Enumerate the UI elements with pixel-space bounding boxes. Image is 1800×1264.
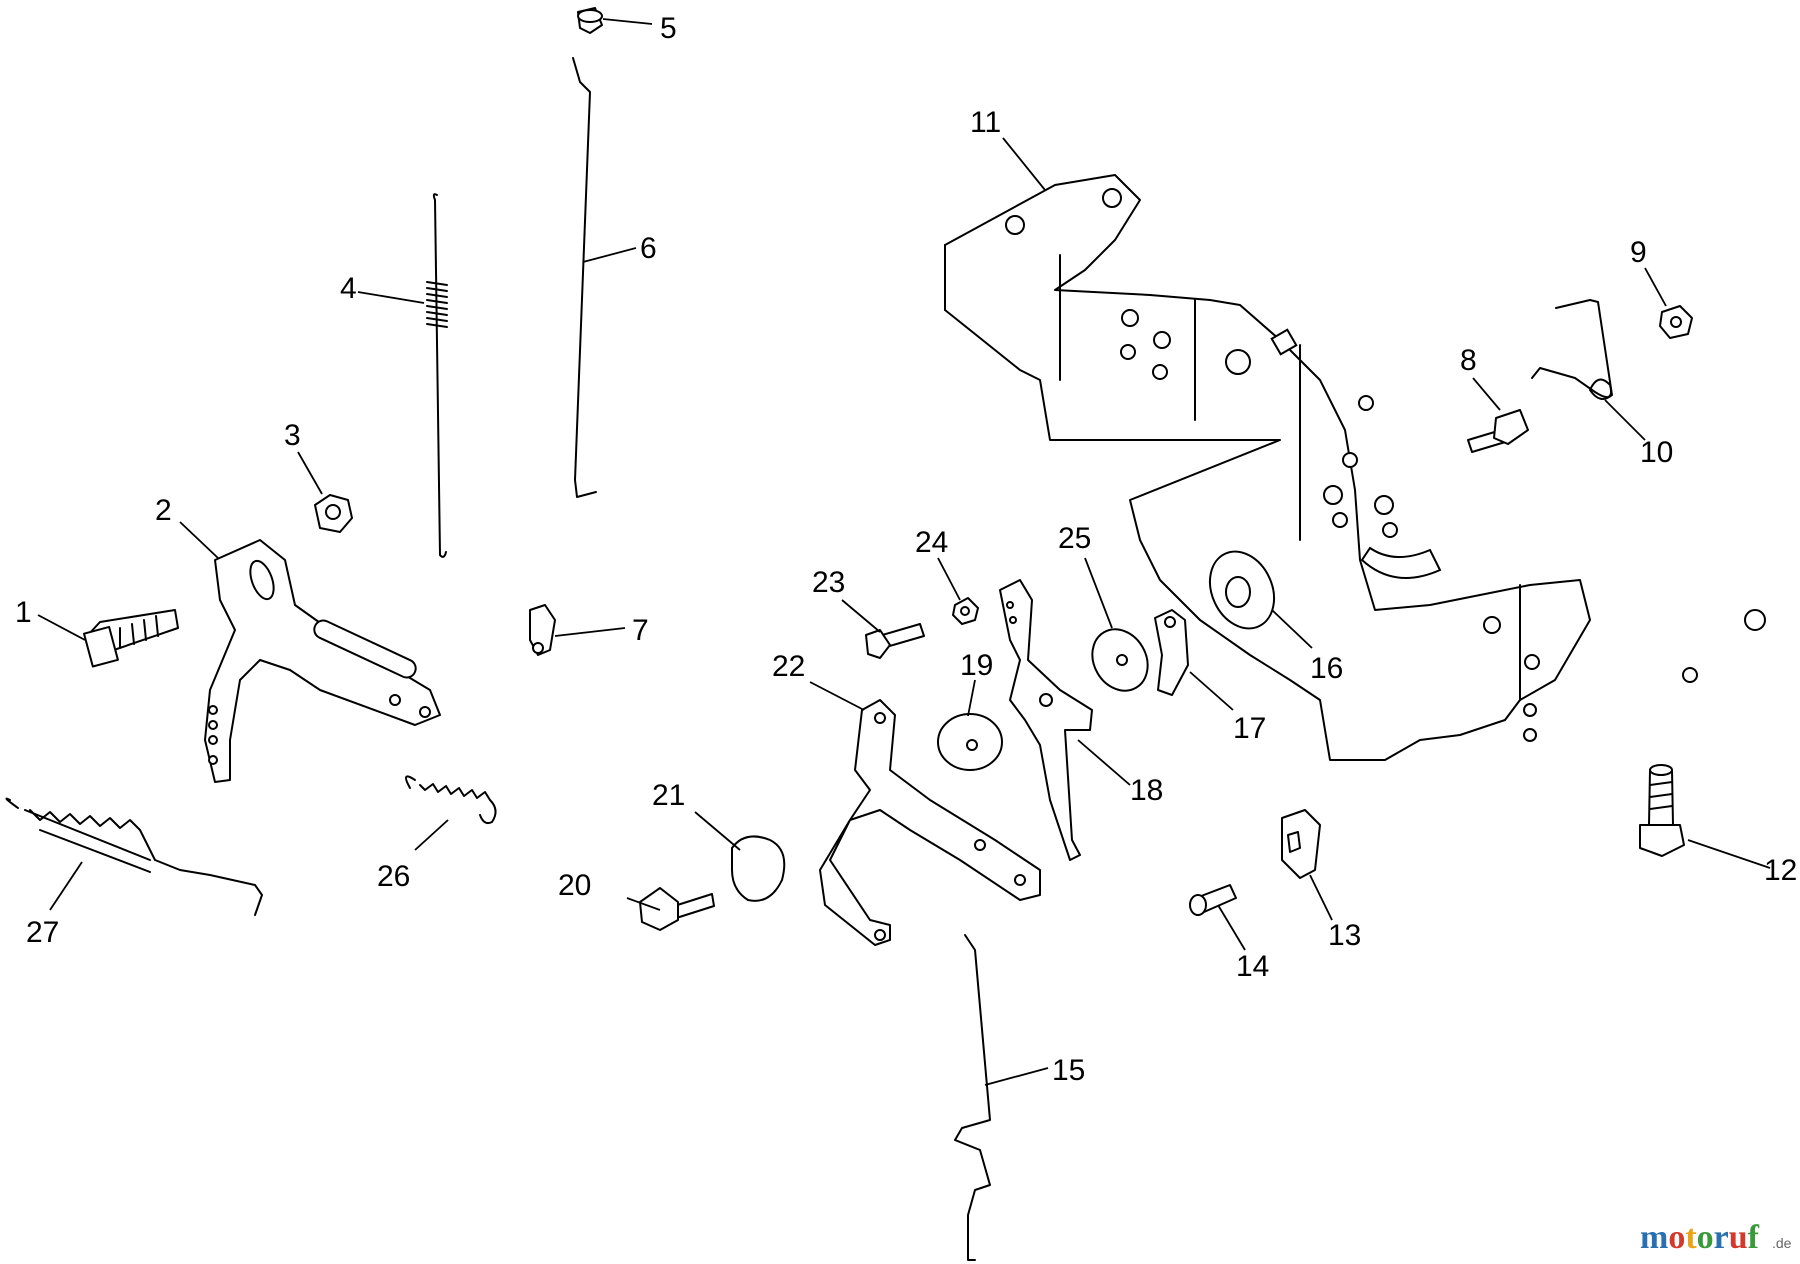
part-4-spring-rod <box>426 193 448 558</box>
svg-text:motoruf: motoruf <box>1640 1219 1760 1256</box>
part-3-nut <box>314 494 353 533</box>
part-15-rod <box>954 934 991 1261</box>
svg-text:.de: .de <box>1772 1235 1792 1251</box>
callout-19: 19 <box>960 649 993 682</box>
part-16-washer <box>1208 550 1276 630</box>
callout-8: 8 <box>1460 344 1477 377</box>
part-14-screw <box>1189 884 1237 916</box>
part-13-clip <box>1281 809 1321 879</box>
callout-2: 2 <box>155 494 172 527</box>
callout-22: 22 <box>772 650 805 683</box>
part-12-bolt <box>1639 764 1685 857</box>
callout-25: 25 <box>1058 522 1091 555</box>
part-5-bushing <box>577 7 603 34</box>
callout-15: 15 <box>1052 1054 1085 1087</box>
part-9-nut <box>1659 305 1693 339</box>
part-27-spring <box>5 797 263 916</box>
callout-11: 11 <box>970 106 1001 139</box>
callout-23: 23 <box>812 566 845 599</box>
callout-4: 4 <box>340 272 357 305</box>
part-1-bolt <box>83 609 179 668</box>
callout-18: 18 <box>1130 774 1163 807</box>
part-18-arm <box>999 579 1093 861</box>
part-11-control-bracket <box>944 174 1766 761</box>
callout-26: 26 <box>377 860 410 893</box>
callout-9: 9 <box>1630 236 1647 269</box>
part-2-lever <box>204 539 441 783</box>
callout-24: 24 <box>915 526 948 559</box>
callout-16: 16 <box>1310 652 1343 685</box>
part-19-washer <box>937 713 1003 771</box>
callout-3: 3 <box>284 419 301 452</box>
part-25-washer <box>1091 628 1149 692</box>
callout-7: 7 <box>632 614 649 647</box>
callout-12: 12 <box>1764 854 1797 887</box>
part-7-clip <box>529 604 556 656</box>
watermark-logo: motoruf .de <box>1640 1219 1792 1256</box>
callout-13: 13 <box>1328 919 1361 952</box>
part-6-rod <box>572 57 597 498</box>
part-20-bolt <box>639 887 715 931</box>
callout-1: 1 <box>15 596 32 629</box>
callout-labels: 1 2 3 4 5 6 7 8 9 10 11 12 13 14 15 16 1… <box>15 12 1797 1087</box>
part-17-bracket <box>1154 609 1189 696</box>
part-26-spring <box>405 775 497 825</box>
part-10-torsion-spring <box>1531 299 1613 400</box>
callout-20: 20 <box>558 869 591 902</box>
part-8-bolt <box>1467 409 1529 453</box>
callout-17: 17 <box>1233 712 1266 745</box>
callout-6: 6 <box>640 232 657 265</box>
callout-21: 21 <box>652 779 685 812</box>
part-21-bushing <box>731 835 786 902</box>
leader-lines <box>37 18 1771 1086</box>
part-24-nut <box>952 597 979 625</box>
part-23-bolt <box>865 623 925 659</box>
callout-10: 10 <box>1640 436 1673 469</box>
callout-14: 14 <box>1236 950 1269 983</box>
part-22-lever <box>819 699 1041 946</box>
callout-27: 27 <box>26 916 59 949</box>
callout-5: 5 <box>660 12 677 45</box>
